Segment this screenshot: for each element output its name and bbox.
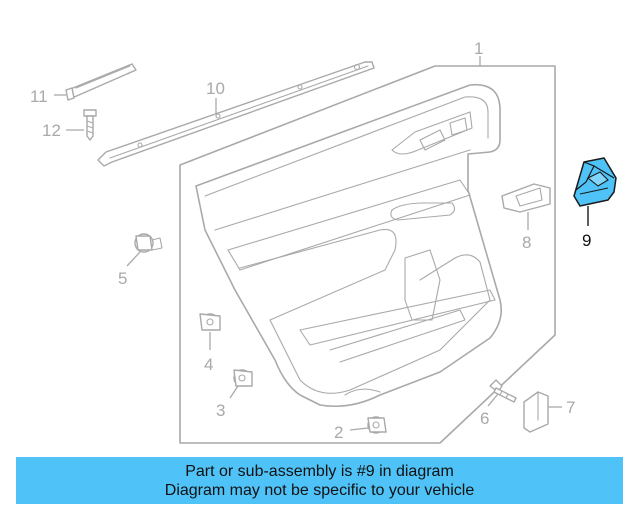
part-11-bracket[interactable] xyxy=(54,63,137,101)
part-1-door-trim-panel[interactable] xyxy=(179,56,556,444)
part-12-screw[interactable] xyxy=(66,109,97,141)
callout-5: 5 xyxy=(118,269,127,288)
callout-12: 12 xyxy=(42,121,61,140)
banner-line-disclaimer: Diagram may not be specific to your vehi… xyxy=(164,481,475,499)
part-6-screw[interactable] xyxy=(487,379,517,407)
part-8-switch-bezel[interactable] xyxy=(501,183,551,230)
callout-8: 8 xyxy=(522,233,531,252)
part-10-belt-weatherstrip[interactable] xyxy=(97,61,375,167)
callout-9: 9 xyxy=(582,231,591,250)
callout-2: 2 xyxy=(334,423,343,442)
part-3-clip[interactable] xyxy=(229,369,253,399)
parts-diagram: 1 10 11 12 5 4 3 2 6 7 8 9 xyxy=(30,39,617,444)
part-7-cover-cap[interactable] xyxy=(523,391,562,433)
callout-4: 4 xyxy=(204,355,213,374)
part-2-clip[interactable] xyxy=(349,416,387,434)
info-banner: Part or sub-assembly is #9 in diagram Di… xyxy=(16,457,623,504)
callout-3: 3 xyxy=(216,401,225,420)
callout-6: 6 xyxy=(480,409,489,428)
callout-11: 11 xyxy=(30,87,48,106)
part-4-clip[interactable] xyxy=(199,313,221,350)
part-5-push-clip[interactable] xyxy=(126,233,163,267)
callout-7: 7 xyxy=(566,398,575,417)
callout-10: 10 xyxy=(206,79,225,98)
banner-line-part-number: Part or sub-assembly is #9 in diagram xyxy=(185,462,454,480)
part-9-window-switch[interactable] xyxy=(573,157,617,226)
callout-1: 1 xyxy=(474,39,483,58)
